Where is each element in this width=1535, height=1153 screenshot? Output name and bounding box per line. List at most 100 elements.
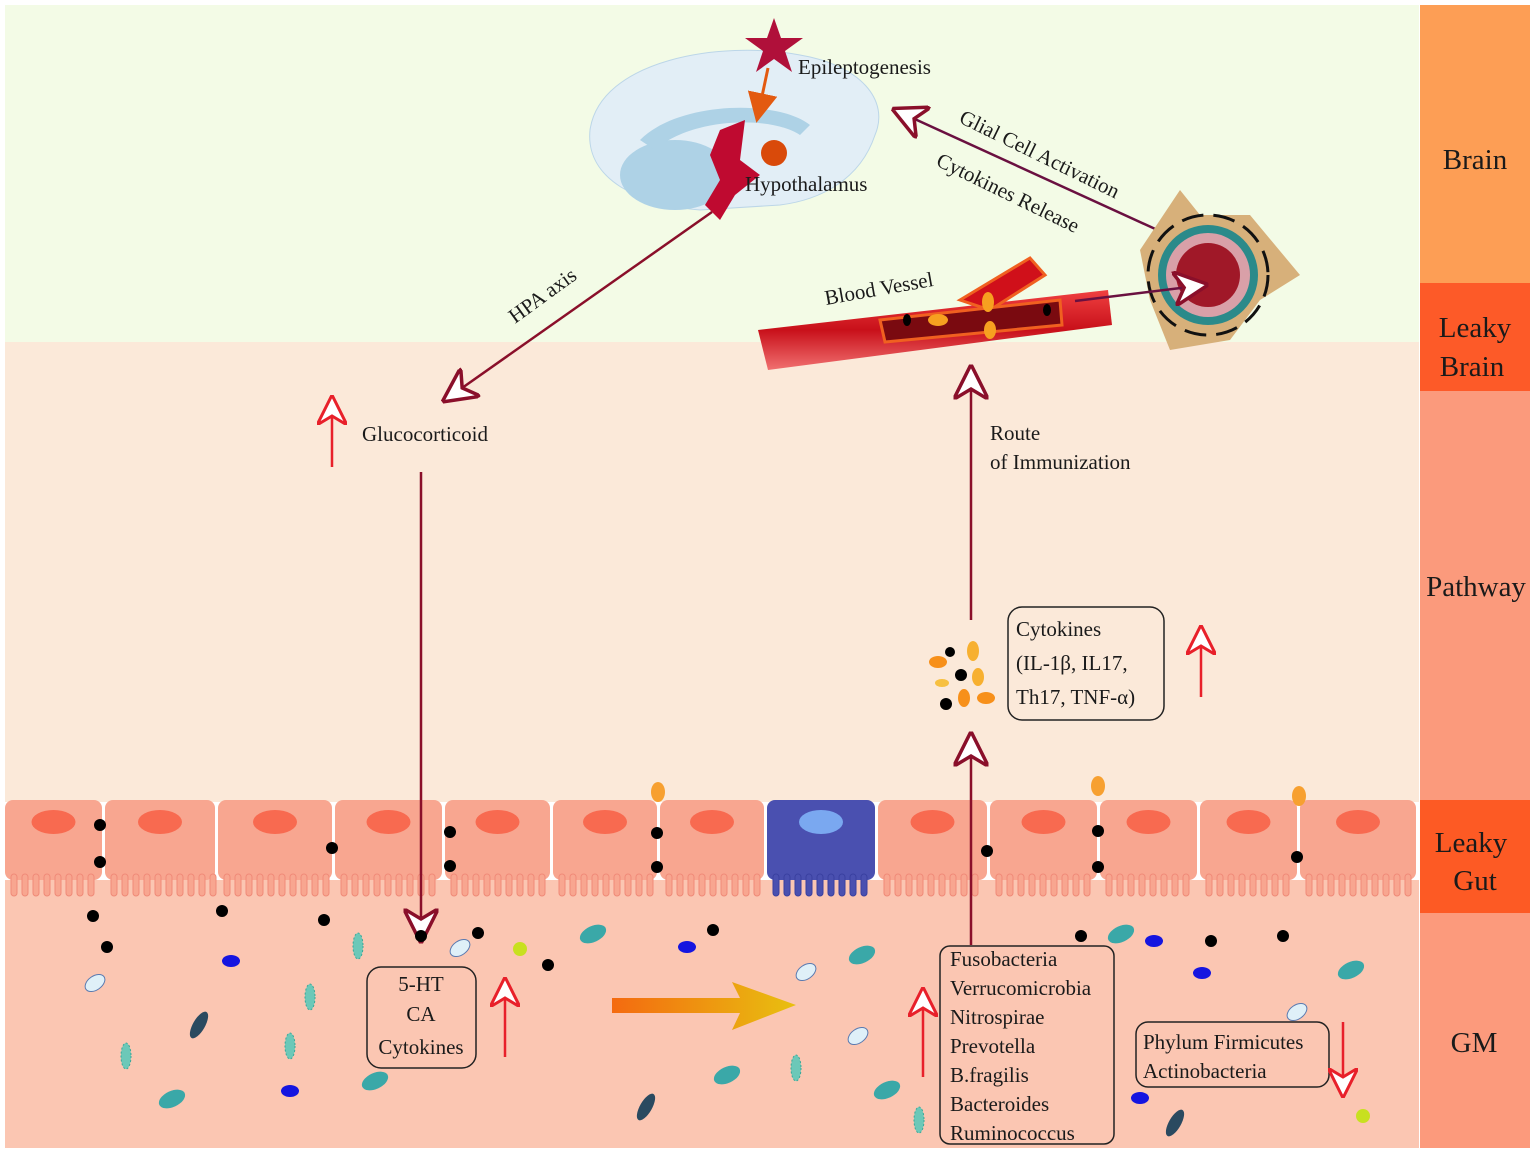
- decreased-taxa-2: Actinobacteria: [1143, 1059, 1267, 1083]
- bacterium: [158, 1089, 186, 1109]
- toxin-particle: [318, 914, 330, 926]
- dark-bacterium: [636, 1093, 656, 1121]
- toxin-particle: [651, 861, 663, 873]
- blue-particle: [1131, 1092, 1149, 1104]
- epithelial-cell: [990, 800, 1097, 897]
- blue-particle: [1145, 935, 1163, 947]
- toxin-particle: [101, 941, 113, 953]
- toxin-particle: [1092, 825, 1104, 837]
- spiky-bacterium: [84, 973, 106, 993]
- gut-microbiota: [84, 776, 1370, 1137]
- side-label-brain: Brain: [1443, 144, 1508, 176]
- route-label-1: Route: [990, 421, 1040, 445]
- decreased-taxa-1: Phylum Firmicutes: [1143, 1030, 1303, 1054]
- blood-vessel-illustration: Blood Vessel: [758, 256, 1112, 370]
- brain-illustration: Epileptogenesis Hypothalamus: [589, 18, 931, 220]
- cytokines-box-line-2: (IL-1β, IL17,: [1016, 651, 1128, 675]
- bacterium: [361, 1071, 389, 1091]
- increased-taxon: Fusobacteria: [950, 947, 1058, 971]
- side-label-leaky-gut-1: Leaky: [1435, 827, 1508, 859]
- escaping-particle: [1292, 786, 1306, 806]
- dark-bacterium: [1165, 1109, 1185, 1137]
- neuro-box-line-1: 5-HT: [398, 972, 444, 996]
- intestinal-epithelium: [5, 800, 1416, 897]
- epithelial-cell: [335, 800, 442, 897]
- glucocorticoid-label: Glucocorticoid: [362, 422, 488, 446]
- cytokine-particles: [929, 641, 995, 710]
- toxin-particle: [1205, 935, 1217, 947]
- side-pathway: [1420, 391, 1530, 800]
- side-label-leaky-brain-1: Leaky: [1439, 312, 1512, 344]
- toxin-particle: [1092, 861, 1104, 873]
- side-leaky-gut: [1420, 800, 1530, 913]
- side-label-leaky-gut-2: Gut: [1453, 865, 1497, 897]
- increased-taxa-list: FusobacteriaVerrucomicrobiaNitrospiraePr…: [950, 947, 1092, 1145]
- epithelial-cell: [105, 800, 217, 897]
- epithelial-cell: [445, 800, 550, 897]
- toxin-particle: [87, 910, 99, 922]
- rod-bacterium: [352, 932, 364, 960]
- side-gm: [1420, 913, 1530, 1148]
- epithelial-cell: [1200, 800, 1297, 897]
- rod-bacterium: [284, 1032, 296, 1060]
- spiky-bacterium: [449, 938, 471, 958]
- toxin-particle: [707, 924, 719, 936]
- decreased-taxa-box: [1135, 1021, 1330, 1088]
- bacterium: [579, 924, 607, 944]
- route-label-2: of Immunization: [990, 450, 1131, 474]
- spiky-bacterium: [847, 1026, 869, 1046]
- nucleus-dot: [761, 140, 787, 166]
- toxin-particle: [472, 927, 484, 939]
- zone-sidebar: Brain Leaky Brain Pathway Leaky Gut GM: [1420, 5, 1530, 1148]
- epithelial-cell: [5, 800, 102, 897]
- blue-particle: [678, 941, 696, 953]
- glial-activation-arrow: [895, 110, 1176, 240]
- neurotransmitter-box: [366, 966, 477, 1069]
- toxin-particle: [444, 860, 456, 872]
- hypothalamus-shape: [705, 120, 760, 220]
- epithelial-cell: [218, 800, 332, 897]
- side-leaky-brain: [1420, 283, 1530, 391]
- cytokines-box-line-1: Cytokines: [1016, 617, 1101, 641]
- toxin-particle: [981, 845, 993, 857]
- star-icon: [745, 18, 803, 72]
- toxin-particle: [1291, 851, 1303, 863]
- toxin-particle: [1277, 930, 1289, 942]
- increased-taxon: Ruminococcus: [950, 1121, 1075, 1145]
- gut-lumen-zone: [5, 880, 1419, 1148]
- increased-taxon: B.fragilis: [950, 1063, 1029, 1087]
- toxin-particle: [415, 930, 427, 942]
- cytokines-box: [1007, 606, 1165, 721]
- toxin-particle: [94, 819, 106, 831]
- escaping-particle: [1091, 776, 1105, 796]
- hypothalamus-label: Hypothalamus: [745, 172, 867, 196]
- increased-taxa-box: [939, 945, 1115, 1145]
- side-label-pathway: Pathway: [1426, 571, 1526, 603]
- rod-bacterium: [120, 1042, 132, 1070]
- rod-bacterium: [913, 1106, 925, 1134]
- neuro-box-line-2: CA: [406, 1002, 436, 1026]
- blue-particle: [1193, 967, 1211, 979]
- pathway-zone: [5, 342, 1419, 802]
- dysbiosis-arrow: [612, 982, 796, 1030]
- bacterium: [713, 1065, 741, 1085]
- epileptogenesis-label: Epileptogenesis: [798, 55, 931, 79]
- vessel-to-brain-arrow: [1074, 285, 1205, 301]
- blue-particle: [281, 1085, 299, 1097]
- toxin-particle: [1075, 930, 1087, 942]
- increased-taxon: Bacteroides: [950, 1092, 1049, 1116]
- green-particle: [513, 942, 527, 956]
- neuro-box-line-3: Cytokines: [378, 1035, 463, 1059]
- epithelial-cell: [660, 800, 764, 897]
- epithelial-cell: [878, 800, 987, 897]
- epithelial-cell: [553, 800, 657, 897]
- epithelial-cell: [1100, 800, 1197, 897]
- bacterium: [873, 1080, 901, 1100]
- side-brain: [1420, 5, 1530, 283]
- increased-taxon: Verrucomicrobia: [950, 976, 1092, 1000]
- increased-taxon: Prevotella: [950, 1034, 1036, 1058]
- increased-taxon: Nitrospirae: [950, 1005, 1044, 1029]
- side-label-gm: GM: [1451, 1027, 1498, 1059]
- dark-bacterium: [189, 1011, 209, 1039]
